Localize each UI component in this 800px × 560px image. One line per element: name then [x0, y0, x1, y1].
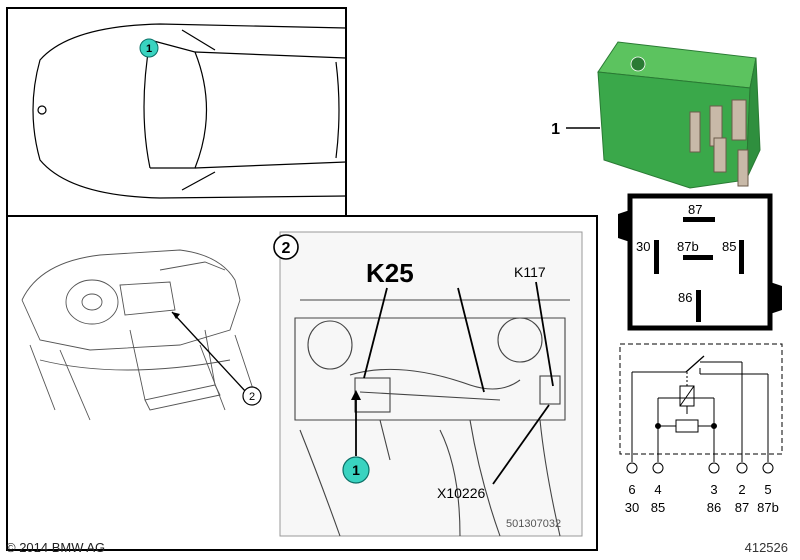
pin-number: 4 [654, 482, 661, 497]
vehicle-top-view-panel: 1 [6, 7, 347, 217]
pin-number: 3 [710, 482, 717, 497]
pin-label-87: 87 [688, 202, 702, 217]
relay-terminals [689, 99, 749, 187]
overview-callout-number: 2 [249, 391, 255, 403]
detail-ref-number: 501307032 [506, 518, 561, 530]
part-number-label: 1 [551, 121, 560, 138]
pin-number: 6 [628, 482, 635, 497]
detail-view-frame [279, 231, 583, 537]
diagram-id: 412526 [744, 540, 788, 555]
relay-part-illustration: 1 [551, 41, 761, 189]
pin-86-bar [696, 290, 701, 322]
pin-label-30: 30 [636, 239, 650, 254]
detail-view-number-badge [273, 234, 299, 260]
connector-label: X10226 [437, 485, 485, 501]
pin-label-87b: 87b [677, 239, 699, 254]
terminal-number: 87b [757, 500, 779, 515]
copyright-text: © 2014 BMW AG [6, 540, 106, 555]
dashboard-overview-sketch [21, 249, 256, 421]
pin-30-bar [654, 240, 659, 274]
relay-schematic [619, 343, 783, 462]
relay-pinout: 87 30 87b 85 86 [618, 193, 782, 331]
detail-callout-number: 1 [352, 462, 360, 478]
under-dash-sketch [294, 299, 570, 537]
relay-k117-label: K117 [514, 264, 546, 280]
pin-number: 2 [738, 482, 745, 497]
top-view-callout-number: 1 [146, 43, 152, 55]
part-pointer-arrow [351, 390, 361, 400]
pin-label-85: 85 [722, 239, 736, 254]
relay-k25-label: K25 [366, 258, 414, 288]
terminal-number: 85 [651, 500, 665, 515]
schematic-boundary [619, 343, 783, 455]
top-view-callout [139, 38, 159, 58]
pin-87b-bar [683, 255, 713, 260]
terminal-number: 87 [735, 500, 749, 515]
top-view-frame [6, 7, 347, 217]
terminal-number: 30 [625, 500, 639, 515]
detail-callout [342, 456, 370, 484]
pin-label-86: 86 [678, 290, 692, 305]
pin-number: 5 [764, 482, 771, 497]
overview-pointer-head [172, 312, 180, 319]
schematic-terminal-numbers: 30 85 86 87 87b [625, 500, 779, 515]
schematic-terminals [626, 462, 774, 474]
overview-callout [242, 386, 262, 406]
pin-87-bar [683, 217, 715, 222]
detail-view-panel: 2 K25 K117 X10226 501307032 1 [273, 231, 583, 537]
overview-pointer-line [171, 311, 247, 393]
schematic-pin-numbers: 6 4 3 2 5 [628, 482, 771, 497]
terminal-number: 86 [707, 500, 721, 515]
pin-85-bar [739, 240, 744, 274]
leader-lines [355, 281, 554, 485]
detail-view-number: 2 [282, 240, 291, 257]
